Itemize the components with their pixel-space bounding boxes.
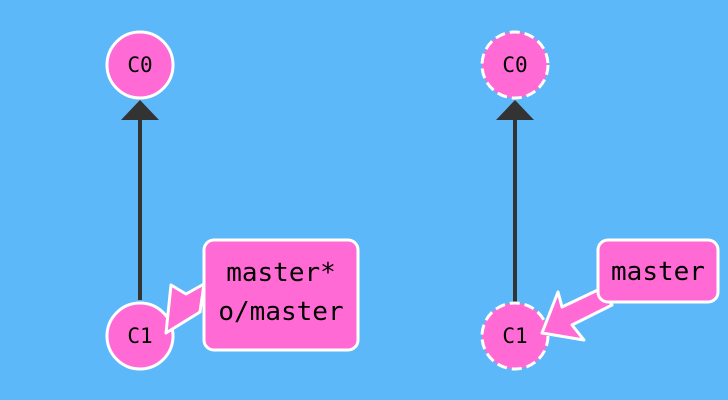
left-commit-c1-circle (105, 301, 175, 371)
right-branch-label: master (540, 238, 720, 342)
left-edge-arrowhead (121, 100, 159, 120)
left-branch-name-1: master* (226, 258, 336, 288)
right-commit-c1: C1 (480, 301, 550, 371)
left-commit-c0-circle (105, 30, 175, 100)
left-commit-c0-label: C0 (127, 53, 152, 77)
left-branch-pointer (164, 282, 206, 335)
left-commit-c1: C1 (105, 301, 175, 371)
left-branch-name-2: o/master (218, 297, 343, 327)
right-graph: C0 C1 master (480, 30, 720, 371)
right-commit-c1-label: C1 (502, 324, 527, 348)
right-branch-box (596, 238, 720, 304)
left-commit-c0: C0 (105, 30, 175, 100)
right-commit-c0-circle (480, 30, 550, 100)
left-graph: C0 C1 master* o/master (105, 30, 360, 371)
left-edge-c1-to-c0 (121, 100, 159, 300)
right-branch-pointer (540, 286, 614, 342)
right-edge-arrowhead (496, 100, 534, 120)
right-branch-name-1: master (611, 257, 705, 287)
right-edge-c1-to-c0 (496, 100, 534, 302)
left-branch-label: master* o/master (164, 238, 360, 352)
right-commit-c0: C0 (480, 30, 550, 100)
right-commit-c1-circle (480, 301, 550, 371)
left-branch-box (202, 238, 360, 352)
left-commit-c1-label: C1 (127, 324, 152, 348)
right-commit-c0-label: C0 (502, 53, 527, 77)
